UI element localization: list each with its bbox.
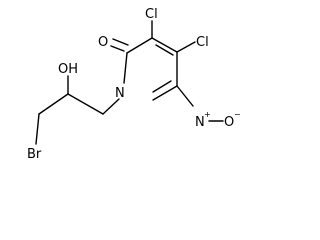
bond-n2-ch2: [102, 98, 120, 115]
bond-c5-cl: [176, 41, 196, 53]
chemical-structure: Cl Cl O N N + O − OH Br: [27, 7, 241, 162]
nitro-positive-charge: +: [204, 110, 211, 119]
atom-nitrogen-ring: N: [115, 86, 125, 101]
bond-ch2-br: [35, 113, 40, 145]
atom-chlorine-top: Cl: [145, 7, 158, 22]
structure-canvas: Cl Cl O N N + O − OH Br: [27, 7, 241, 162]
bond-c3-c4: [126, 37, 153, 54]
bond-carbonyl: [110, 45, 125, 52]
atom-oxygen-carbonyl: O: [98, 35, 108, 50]
bond-ch2-choh: [67, 93, 104, 115]
bond-choh-ch2: [38, 93, 69, 115]
atom-chlorine-right: Cl: [196, 35, 209, 50]
atom-bromine: Br: [27, 147, 42, 162]
atom-nitrogen-nitro: N: [195, 115, 205, 130]
bond-c6-n1: [152, 85, 178, 101]
bond-c4-c5-double: [155, 44, 174, 56]
bond-c6-n1-double: [152, 80, 172, 93]
nitro-negative-charge: −: [234, 110, 241, 119]
atom-hydroxyl: OH: [58, 62, 78, 77]
bond-n2-c3: [123, 52, 128, 84]
bond-carbonyl-double: [112, 38, 129, 46]
bond-c4-c5: [151, 37, 178, 53]
atom-oxygen-nitro: O: [224, 115, 234, 130]
bond-c6-nitro: [176, 85, 194, 107]
